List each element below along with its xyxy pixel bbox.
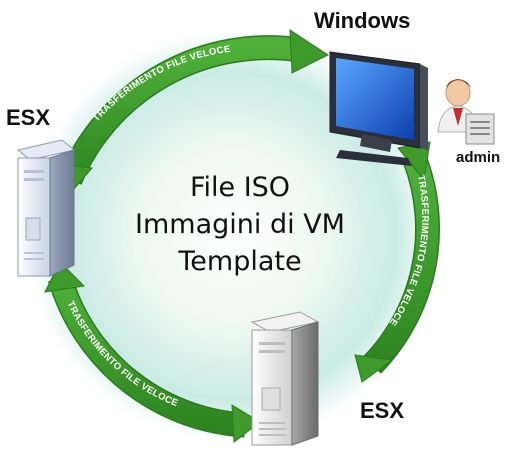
windows-monitor-icon — [329, 51, 428, 166]
esx-left-label: ESX — [6, 105, 50, 130]
admin-label: admin — [456, 149, 500, 166]
center-line-2: Immagini di VM — [135, 209, 345, 240]
center-glow — [27, 31, 437, 441]
esx-server-bottom-icon — [250, 311, 320, 446]
center-line-1: File ISO — [190, 172, 290, 203]
esx-server-left-icon — [16, 139, 76, 277]
esx-bottom-label: ESX — [360, 398, 404, 423]
windows-label: Windows — [314, 8, 410, 33]
admin-user-icon — [437, 79, 495, 145]
center-line-3: Template — [177, 246, 301, 277]
